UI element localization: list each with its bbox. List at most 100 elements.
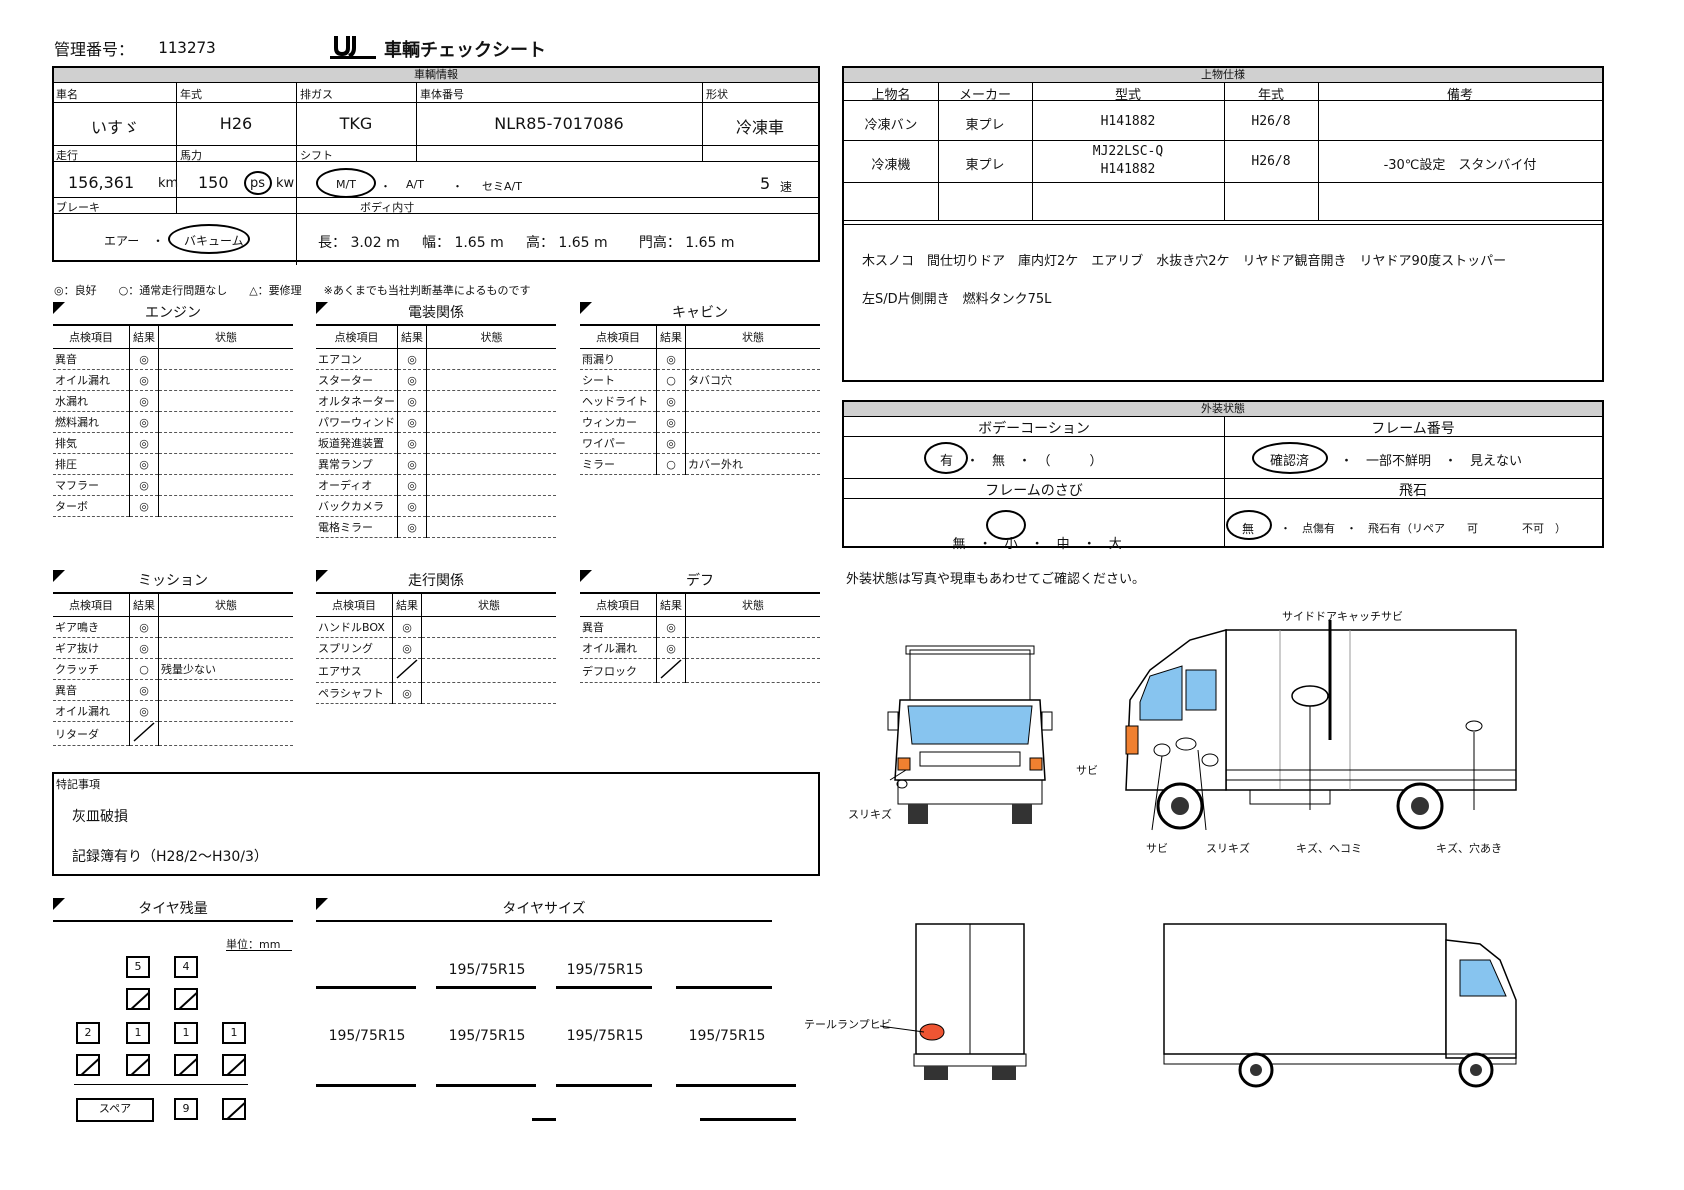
tire-slash: [126, 988, 150, 1010]
col-result: 結果: [129, 326, 159, 349]
check-result: ◎: [656, 432, 686, 454]
tire-size-rear-4: 195/75R15: [688, 1028, 766, 1044]
col-state: 状態: [158, 326, 293, 349]
check-state: [421, 637, 556, 659]
table-row: バックカメラ◎: [316, 495, 556, 517]
engine-table: エンジン 点検項目結果状態 異音◎オイル漏れ◎水漏れ◎燃料漏れ◎排気◎排圧◎マフ…: [53, 302, 293, 517]
check-state: [426, 390, 556, 412]
upper-row1-maker: 東プレ: [965, 118, 1005, 133]
check-item: ミラー: [580, 453, 657, 475]
check-item: ウィンカー: [580, 411, 657, 433]
check-result: ◎: [129, 348, 159, 370]
power-value: 150: [198, 173, 229, 192]
tire-slash: [126, 1054, 150, 1076]
frame-rust-label: フレームのさび: [985, 483, 1083, 499]
vehicle-info-header: 車輌情報: [54, 68, 818, 83]
check-result: ○: [129, 658, 159, 680]
col-item: 点検項目: [580, 594, 657, 617]
table-row: スターター◎: [316, 369, 556, 391]
check-result: ◎: [397, 432, 427, 454]
col-result: 結果: [397, 326, 427, 349]
tire-slash: [174, 1054, 198, 1076]
power-unit-circle: [244, 171, 272, 195]
tire-size-rear-1: 195/75R15: [328, 1028, 406, 1044]
upper-row1-year: H26/8: [1251, 114, 1291, 129]
table-row: ヘッドライト◎: [580, 390, 820, 412]
shape-value: 冷凍車: [735, 118, 784, 137]
check-state: [158, 453, 293, 475]
table-row: 雨漏り◎: [580, 348, 820, 370]
check-state: [421, 616, 556, 638]
check-result: ◎: [392, 637, 422, 659]
frame-number-circle: [1252, 442, 1328, 474]
table-row: スプリング◎: [316, 637, 556, 659]
table-row: 燃料漏れ◎: [53, 411, 293, 433]
shift-semi: セミA/T: [482, 180, 522, 193]
table-row: ウィンカー◎: [580, 411, 820, 433]
upper-notes-line1: 木スノコ 間仕切りドア 庫内灯2ケ エアリブ 水抜き穴2ケ リヤドア観音開き リ…: [862, 254, 1507, 269]
check-state: [158, 369, 293, 391]
speed-value: 5: [760, 174, 771, 193]
col-item: 点検項目: [316, 594, 393, 617]
table-row: パワーウィンド◎: [316, 411, 556, 433]
check-result: ◎: [129, 616, 159, 638]
table-row: オーディオ◎: [316, 474, 556, 496]
upper-col-year: 年式: [1257, 88, 1284, 103]
col-state: 状態: [685, 594, 820, 617]
check-state: [158, 616, 293, 638]
label-scratch-front: スリキズ: [848, 808, 892, 821]
check-result: ◎: [397, 516, 427, 538]
check-state: [426, 453, 556, 475]
engine-title: エンジン: [145, 305, 201, 321]
check-result: ◎: [397, 369, 427, 391]
check-item: 異音: [580, 616, 657, 638]
tire-size-title: タイヤサイズ: [502, 901, 586, 917]
check-state: [685, 348, 820, 370]
check-item: スターター: [316, 369, 398, 391]
table-row: ミラー○カバー外れ: [580, 453, 820, 475]
tire-remain-title: タイヤ残量: [138, 901, 208, 917]
exterior-note: 外装状態は写真や現車もあわせてご確認ください。: [846, 572, 1146, 587]
check-state: カバー外れ: [685, 453, 820, 475]
body-length: 3.02: [350, 235, 382, 251]
check-state: [158, 390, 293, 412]
sep: ・: [1030, 537, 1044, 552]
diff-table: デフ 点検項目結果状態 異音◎オイル漏れ◎デフロック: [580, 570, 820, 683]
check-item: 雨漏り: [580, 348, 657, 370]
company-logo: [330, 34, 376, 60]
tire-slash: [174, 988, 198, 1010]
check-result: ◎: [129, 474, 159, 496]
check-state: [426, 495, 556, 517]
table-row: オイル漏れ◎: [53, 700, 293, 722]
col-result: 結果: [392, 594, 422, 617]
check-state: [158, 700, 293, 722]
exterior-header: 外装状態: [844, 402, 1602, 417]
upper-col-maker: メーカー: [958, 88, 1011, 103]
door-height: 1.65: [685, 235, 717, 251]
check-item: オイル漏れ: [53, 700, 130, 722]
check-item: ハンドルBOX: [316, 616, 393, 638]
table-row: ワイパー◎: [580, 432, 820, 454]
table-row: シート○タバコ穴: [580, 369, 820, 391]
unit: m: [594, 235, 608, 251]
table-row: デフロック: [580, 658, 820, 683]
check-state: [158, 679, 293, 701]
upper-row2-maker: 東プレ: [965, 158, 1005, 173]
drive-table: 走行関係 点検項目結果状態 ハンドルBOX◎スプリング◎エアサスペラシャフト◎: [316, 570, 556, 704]
check-state: [426, 516, 556, 538]
col-state: 状態: [421, 594, 556, 617]
table-row: 坂道発進装置◎: [316, 432, 556, 454]
table-row: リターダ: [53, 721, 293, 746]
tire-unit: 単位：mm: [226, 938, 281, 951]
check-state: [685, 616, 820, 638]
sep: ・: [1082, 537, 1096, 552]
body-width: 1.65: [454, 235, 486, 251]
label-scratch-side: スリキズ: [1206, 842, 1250, 855]
check-result: ◎: [129, 369, 159, 391]
label-side-door: サイドドアキャッチサビ: [1282, 610, 1403, 623]
check-item: オーディオ: [316, 474, 398, 496]
upper-col-model: 型式: [1114, 88, 1141, 103]
mileage-unit: km: [158, 176, 179, 191]
check-item: デフロック: [580, 658, 657, 683]
table-row: 異音◎: [53, 679, 293, 701]
